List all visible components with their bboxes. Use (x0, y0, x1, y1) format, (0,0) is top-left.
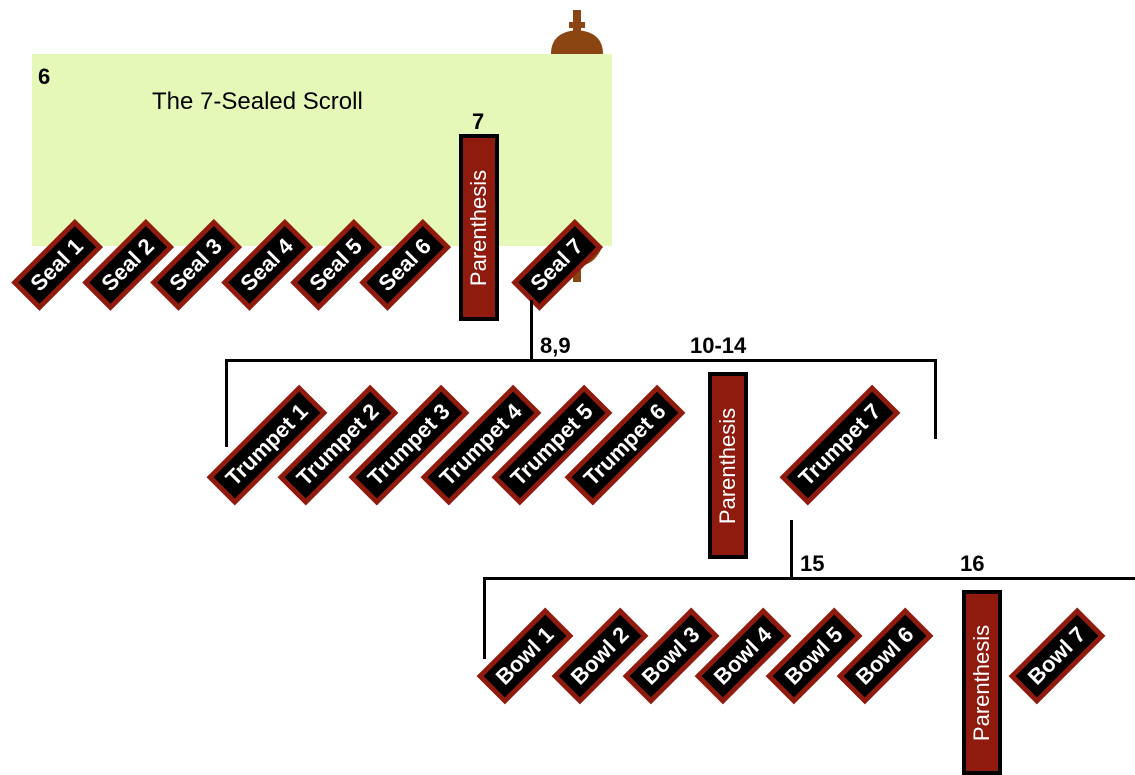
bowl-1: Bowl 1 (476, 607, 574, 705)
seal-parenthesis: Parenthesis (459, 134, 499, 321)
bowl-5: Bowl 5 (765, 607, 863, 705)
bowl-parenthesis: Parenthesis (962, 590, 1002, 775)
bowl-2: Bowl 2 (551, 607, 649, 705)
trumpet-bracket (225, 359, 937, 362)
trumpet-bracket-right (934, 359, 937, 439)
seal-7-connector (530, 300, 533, 362)
trumpet-7: Trumpet 7 (779, 384, 901, 506)
trumpet-7-connector (790, 520, 793, 580)
trumpet-parenthesis: Parenthesis (708, 372, 748, 559)
trumpet-bracket-left (225, 359, 228, 447)
bowl-parenthesis-chapters: 16 (960, 551, 985, 576)
trumpet-chapters: 8,9 (540, 333, 571, 358)
bowl-bracket-left (483, 577, 486, 659)
bowl-7: Bowl 7 (1008, 607, 1106, 705)
bowl-bracket (483, 577, 1135, 580)
bowl-4: Bowl 4 (694, 607, 792, 705)
scroll-top-knob-icon (551, 10, 603, 54)
bowl-3: Bowl 3 (622, 607, 720, 705)
scroll-title: The 7-Sealed Scroll (152, 88, 363, 115)
seal-parenthesis-chapter: 7 (472, 109, 485, 134)
bowl-chapters: 15 (800, 551, 825, 576)
scroll-panel (32, 54, 612, 246)
scroll-number: 6 (38, 64, 51, 89)
trumpet-parenthesis-chapters: 10-14 (690, 333, 747, 358)
bowl-6: Bowl 6 (836, 607, 934, 705)
